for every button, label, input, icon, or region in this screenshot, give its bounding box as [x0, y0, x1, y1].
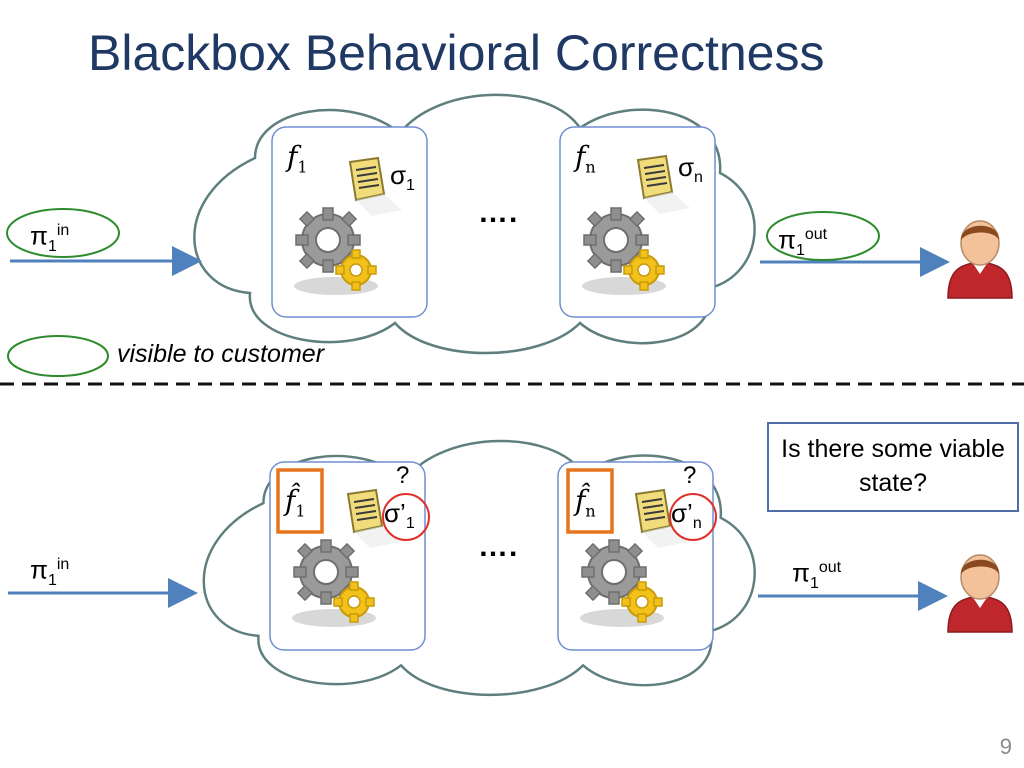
top-state-label-first: σ1 [390, 160, 415, 195]
page-number: 9 [999, 734, 1012, 759]
legend-swatch [7, 335, 109, 377]
bottom-question-first: ? [396, 462, 410, 489]
bottom-function-label-last: f̂n [575, 484, 596, 521]
hat-function-outline [566, 468, 614, 534]
visible-outline [766, 211, 880, 261]
top-output-label: π1out [778, 224, 828, 259]
bottom-state-label-first: σ’1 [384, 498, 415, 533]
top-input-label: π1in [30, 220, 70, 255]
hat-function-outline [276, 468, 324, 534]
bottom-output-label: π1out [792, 557, 842, 592]
top-function-label-last: fn [575, 140, 596, 177]
person-icon [947, 220, 1013, 299]
viable-state-question-box: Is there some viable state? [767, 422, 1019, 512]
legend-text: visible to customer [117, 340, 325, 368]
top-state-label-last: σn [678, 152, 703, 187]
bottom-input-label: π1in [30, 554, 70, 589]
slide-title: Blackbox Behavioral Correctness [88, 25, 825, 81]
unknown-state-outline [669, 493, 717, 541]
bottom-state-label-last: σ’n [671, 498, 702, 533]
person-icon [947, 554, 1013, 633]
visible-outline [6, 208, 120, 258]
unknown-state-outline [382, 493, 430, 541]
top-ellipsis: …. [478, 196, 519, 229]
bottom-function-label-first: f̂1 [285, 484, 306, 521]
bottom-question-last: ? [683, 462, 697, 489]
top-function-label-first: f1 [287, 140, 308, 177]
bottom-ellipsis: …. [478, 530, 519, 563]
